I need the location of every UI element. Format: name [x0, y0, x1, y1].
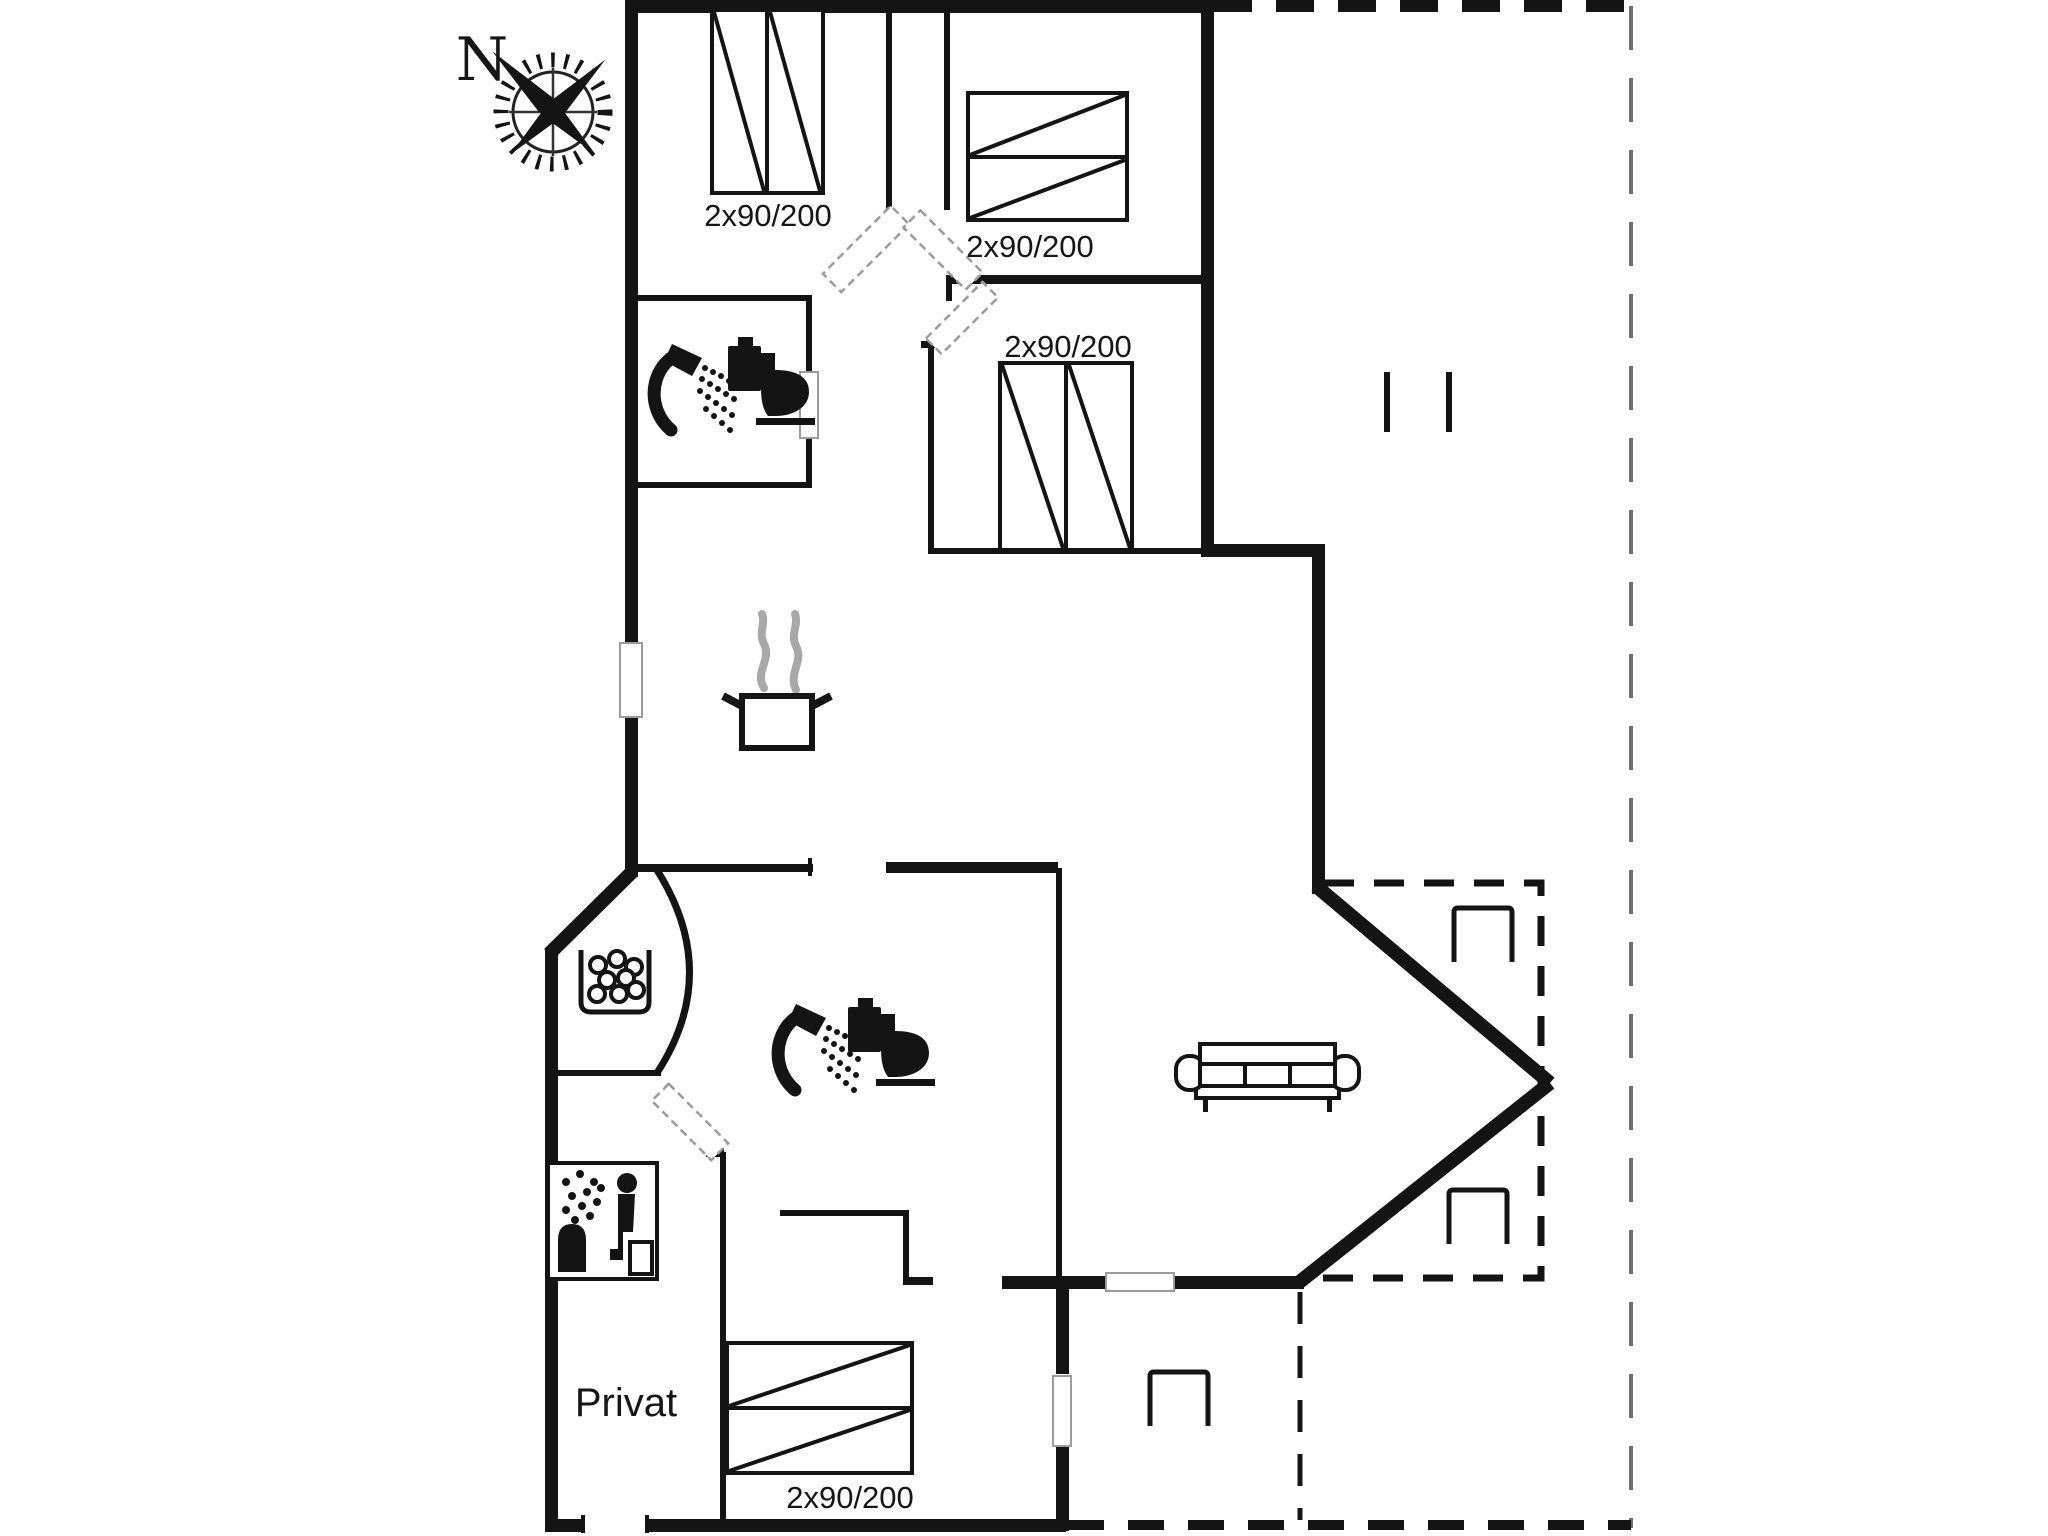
toilet-icon [848, 998, 935, 1086]
terrace-chair-icon [1449, 1190, 1507, 1244]
terrace-boundaries [1068, 0, 1633, 1530]
terrace-chair-icon [1454, 908, 1512, 962]
private-room-label: Privat [575, 1381, 677, 1425]
compass-rose-icon [492, 51, 613, 172]
bed-size-label: 2x90/200 [966, 229, 1094, 264]
bed-size-label: 2x90/200 [786, 1480, 914, 1515]
bed-size-label: 2x90/200 [704, 198, 832, 233]
door-swing-icon [650, 1082, 730, 1162]
cooking-pot-icon [721, 610, 833, 751]
door-swing-icon [901, 208, 985, 292]
bed-bedroom1 [710, 8, 825, 195]
window-icon [619, 642, 643, 718]
bathroom1-icons [654, 337, 815, 433]
washing-machine-icon [581, 950, 649, 1012]
bed-size-label: 2x90/200 [1004, 329, 1132, 364]
curved-wall [654, 868, 693, 1075]
door-swings [650, 204, 1000, 1162]
door-swing-icon [924, 280, 1000, 356]
interior-walls [549, 10, 1207, 1533]
exterior-walls [544, 0, 1555, 1532]
terrace-bench-marks [1384, 372, 1452, 432]
bathroom2-icons [778, 998, 935, 1093]
door-swing-icon [821, 204, 911, 294]
bed-bedroom2 [966, 91, 1129, 222]
compass-north-label: N [456, 25, 509, 95]
shower-icon [654, 344, 737, 433]
sofa-icon [1174, 1042, 1361, 1112]
bed-bedroom3 [998, 361, 1134, 552]
window-icon [1105, 1272, 1175, 1292]
bed-bedroom4 [725, 1341, 914, 1475]
window-icon [1052, 1375, 1072, 1447]
sauna-icon [546, 1161, 659, 1281]
terrace-chair-icon [1150, 1372, 1208, 1426]
